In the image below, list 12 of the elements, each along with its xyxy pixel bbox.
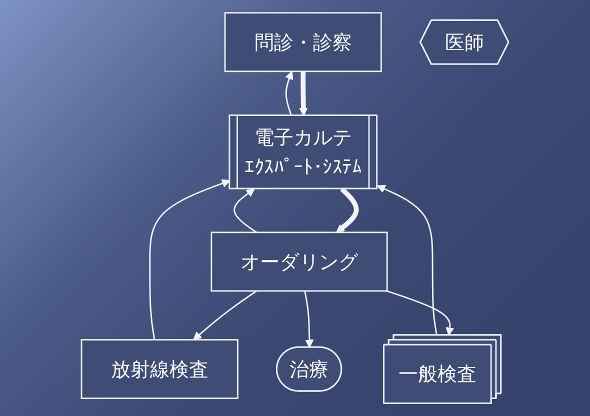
arrow [299,71,308,116]
arrow [193,290,257,340]
arrow [149,179,230,340]
node-box: オーダリング [210,232,388,292]
arrow [386,290,454,336]
node-box: 問診・診察 [224,12,382,72]
arrow [376,184,438,336]
arrow [234,188,257,233]
arrow [304,290,314,348]
arrow [285,70,294,116]
node-box: 放射線検査 [80,339,238,400]
arrow [336,187,359,233]
